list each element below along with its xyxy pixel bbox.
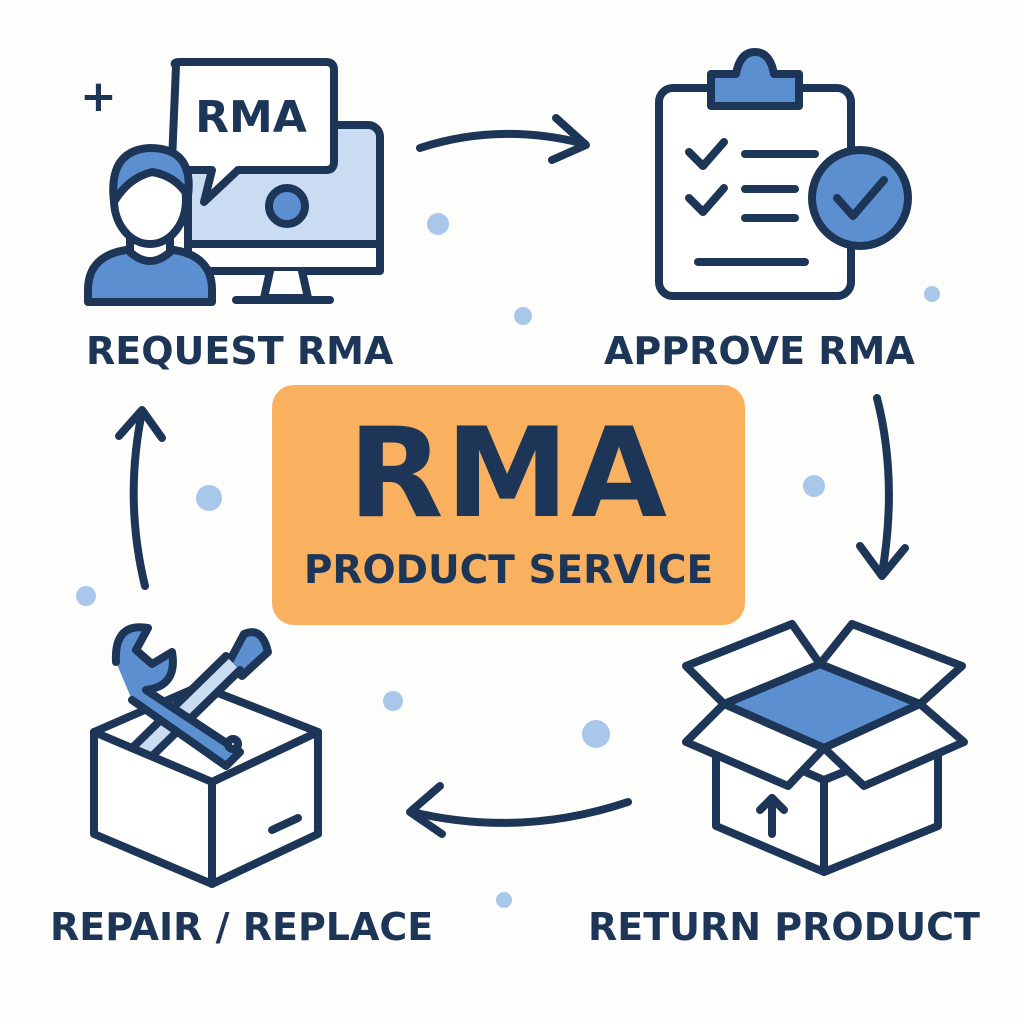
arrow-approve-to-return	[856, 394, 909, 580]
open-box-icon	[682, 620, 968, 876]
decorative-dots	[76, 213, 940, 908]
arrow-return-to-repair	[406, 782, 632, 838]
plus-icon: +	[80, 71, 117, 122]
step-label-return: RETURN PRODUCT	[588, 905, 980, 949]
user-computer-icon	[84, 58, 384, 306]
step-label-request: REQUEST RMA	[86, 329, 394, 373]
center-title: RMA	[348, 402, 669, 546]
center-badge: RMA PRODUCT SERVICE	[272, 385, 745, 625]
arrow-request-to-approve	[416, 114, 590, 164]
center-subtitle: PRODUCT SERVICE	[303, 548, 714, 593]
step-label-repair: REPAIR / REPLACE	[50, 905, 434, 949]
speech-bubble-text: RMA	[195, 92, 307, 143]
clipboard-check-icon	[655, 48, 912, 300]
box-tools-icon	[90, 623, 322, 888]
arrow-repair-to-request	[115, 406, 166, 590]
step-label-approve: APPROVE RMA	[604, 329, 915, 373]
